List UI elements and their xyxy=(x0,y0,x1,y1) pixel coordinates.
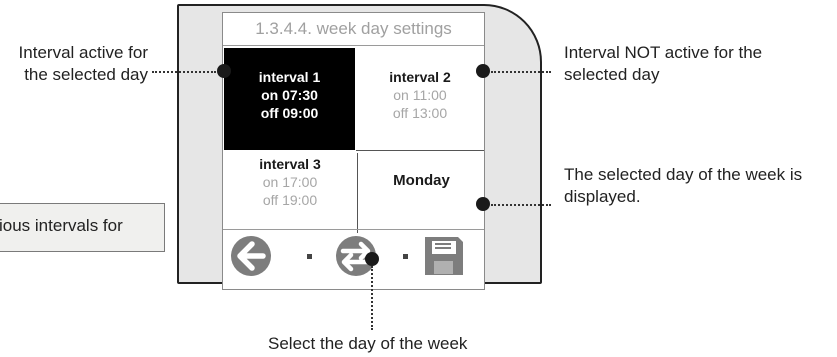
interval-2-name: interval 2 xyxy=(389,69,451,85)
screen: 1.3.4.4. week day settings interval 1 on… xyxy=(222,12,485,290)
callout-line-inactive xyxy=(491,71,551,73)
interval-3-name: interval 3 xyxy=(259,156,321,172)
button-bar-divider xyxy=(223,229,484,230)
selected-day-label: Monday xyxy=(393,172,450,189)
callout-dot-inactive xyxy=(476,64,490,78)
annotation-inactive-interval: Interval NOT active for the selected day xyxy=(564,43,763,84)
interval-3-cell[interactable]: interval 3 on 17:00 off 19:00 xyxy=(224,153,356,233)
previous-intervals-text: ious intervals for xyxy=(0,216,123,235)
screen-title: 1.3.4.4. week day settings xyxy=(223,13,484,46)
interval-2-off: off 13:00 xyxy=(392,105,448,121)
separator-dot xyxy=(307,254,312,259)
annotation-select-day: Select the day of the week xyxy=(268,334,468,353)
floppy-disk-icon xyxy=(425,237,463,275)
interval-2-cell[interactable]: interval 2 on 11:00 off 13:00 xyxy=(356,48,484,151)
interval-1-on: on 07:30 xyxy=(261,87,318,103)
callout-line-active xyxy=(152,71,216,73)
save-button[interactable] xyxy=(423,235,465,277)
interval-2-on: on 11:00 xyxy=(393,87,447,103)
annotation-selected-day: The selected day of the week is displaye… xyxy=(564,165,803,206)
callout-line-day xyxy=(491,204,551,206)
interval-1-name: interval 1 xyxy=(258,69,321,85)
callout-line-select xyxy=(371,266,373,330)
annotation-active-interval: Interval active for the selected day xyxy=(18,43,148,84)
interval-1-cell[interactable]: interval 1 on 07:30 off 09:00 xyxy=(224,48,355,150)
callout-dot-active xyxy=(217,64,231,78)
callout-dot-select xyxy=(365,252,379,266)
interval-3-off: off 19:00 xyxy=(262,192,318,208)
interval-1-off: off 09:00 xyxy=(260,105,319,121)
back-button[interactable] xyxy=(230,235,272,277)
swap-arrows-icon xyxy=(336,236,376,276)
callout-dot-day xyxy=(476,197,490,211)
select-day-button[interactable] xyxy=(335,235,377,277)
previous-intervals-callout: ious intervals for xyxy=(0,203,165,252)
back-arrow-icon xyxy=(231,236,271,276)
selected-day-cell: Monday xyxy=(357,153,485,233)
interval-3-on: on 17:00 xyxy=(262,174,318,190)
separator-dot xyxy=(403,254,408,259)
